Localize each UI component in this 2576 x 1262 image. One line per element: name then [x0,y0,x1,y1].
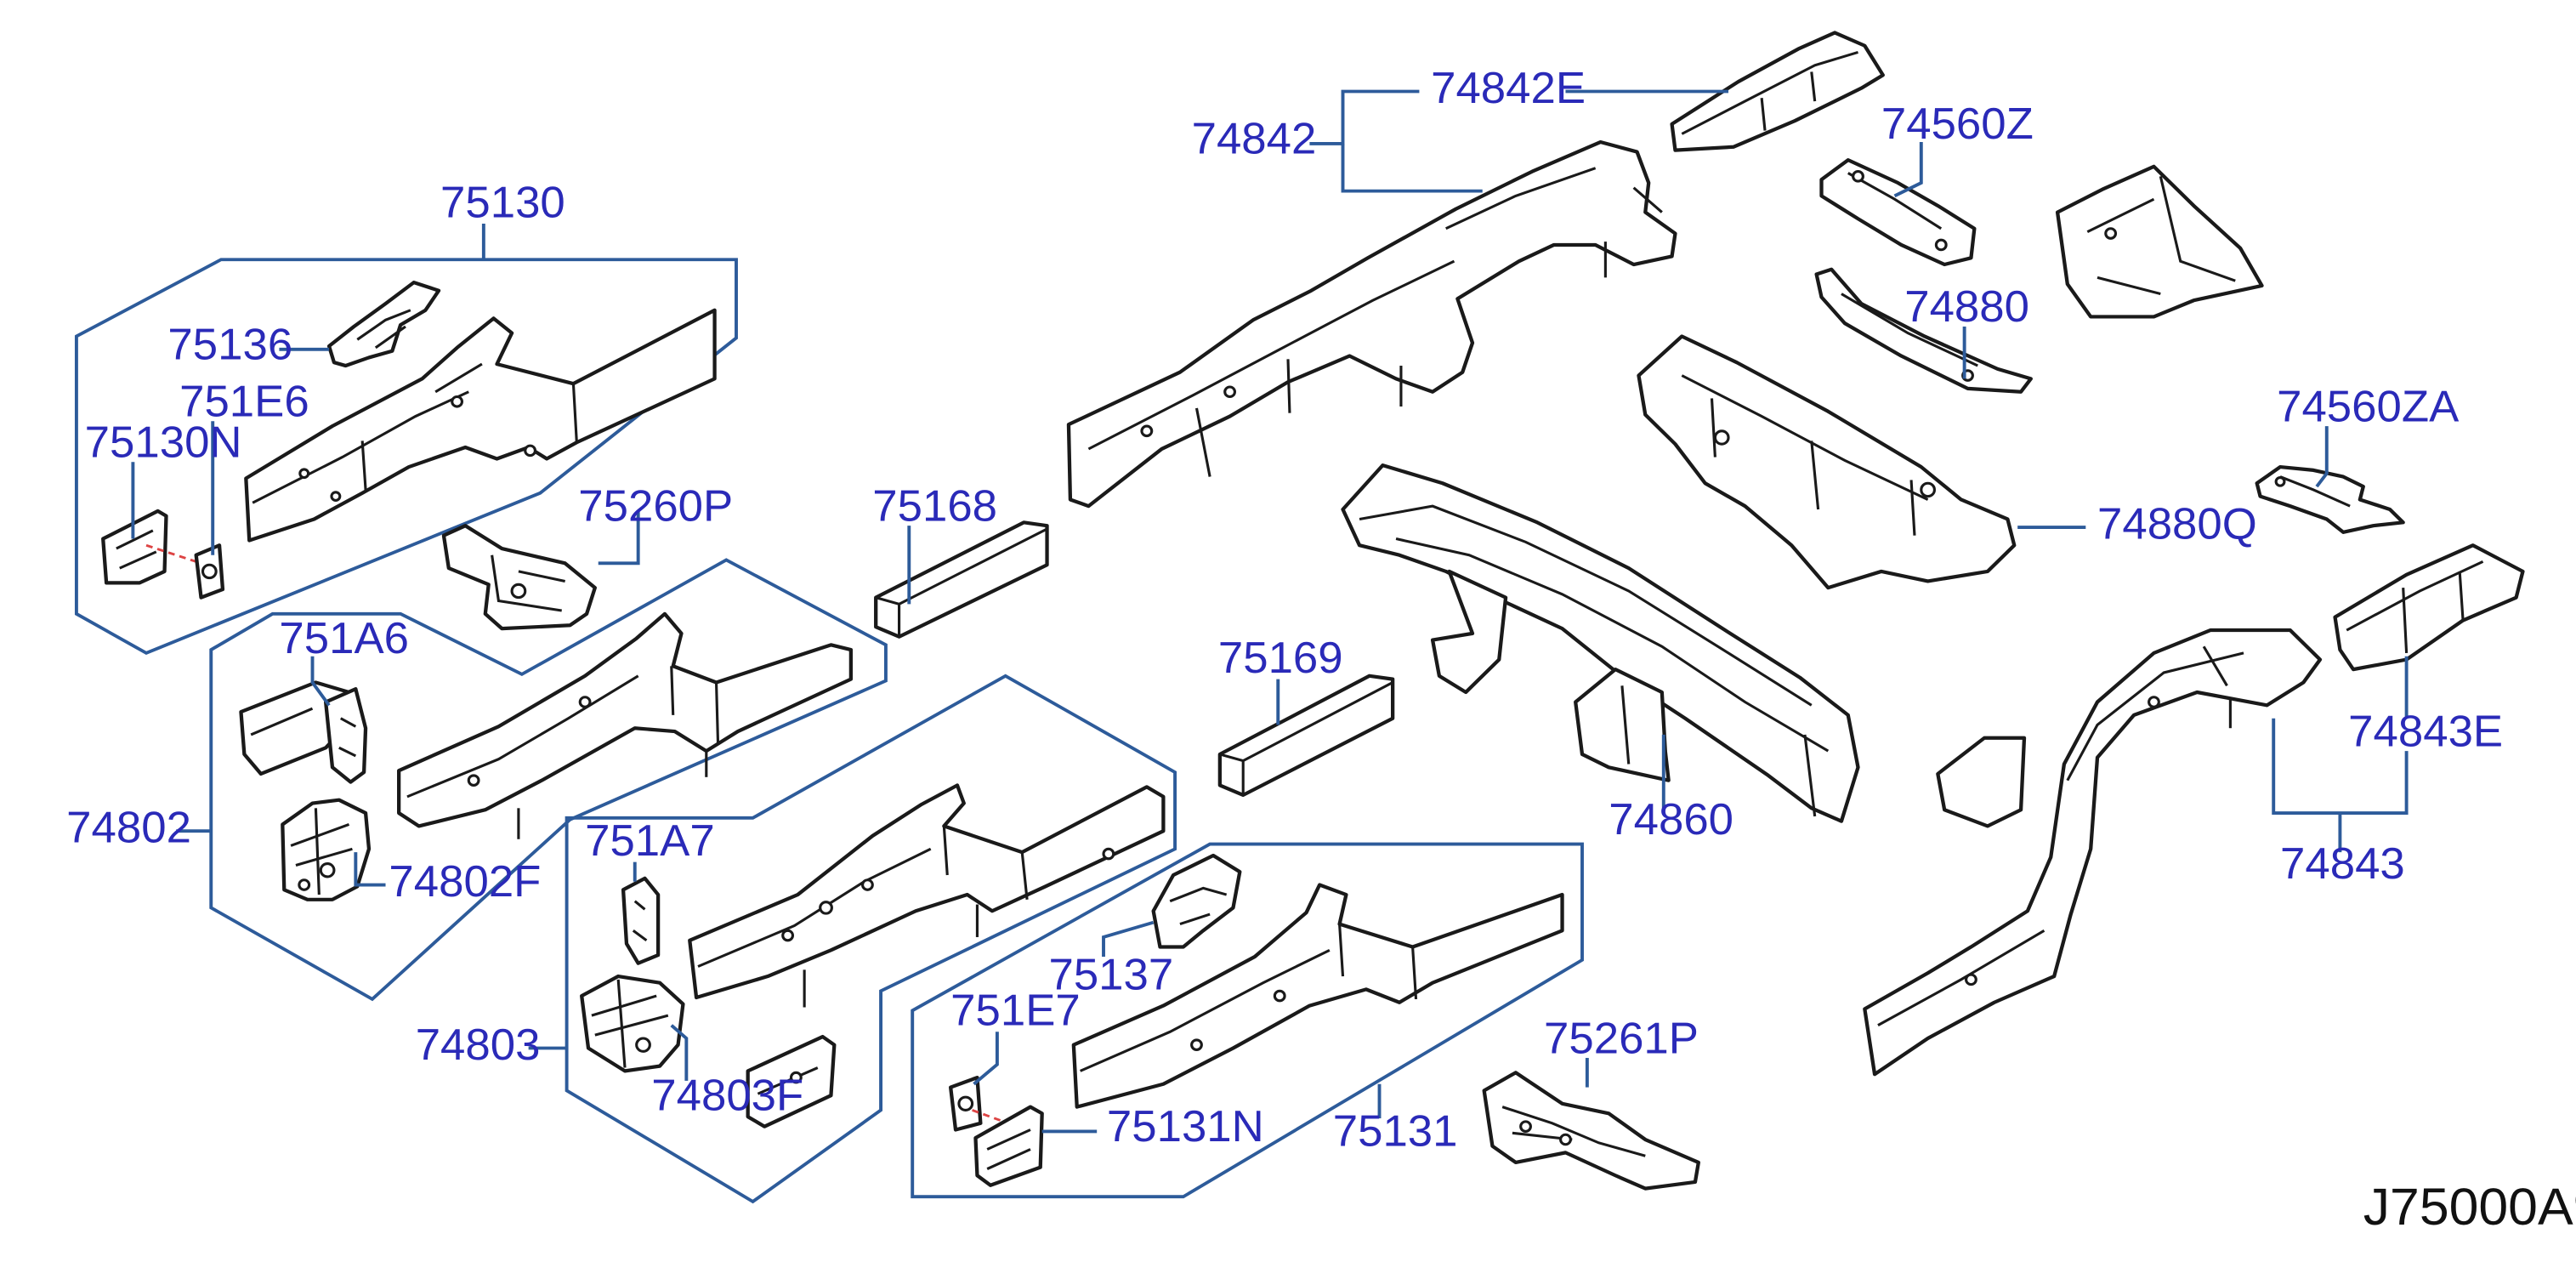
part-74803F [580,974,685,1073]
group-outline-74803 [565,674,1177,1204]
part-75168 [874,520,1049,639]
label-75131N: 75131N [1107,1102,1264,1151]
label-75169: 75169 [1218,634,1343,682]
label-75168: 75168 [872,482,997,531]
label-751E6: 751E6 [179,378,309,426]
part-74803-lower-bracket [746,1034,837,1128]
label-74803F: 74803F [651,1072,803,1120]
label-74802: 74802 [66,804,191,852]
part-74843E [2333,543,2525,672]
label-751E7: 751E7 [950,986,1081,1035]
label-74842: 74842 [1192,115,1317,163]
part-75260P [441,524,597,631]
leader-lines [131,89,2409,1134]
label-75130: 75130 [440,179,565,227]
label-74843: 74843 [2280,839,2405,888]
group-outline-74802 [209,558,888,1002]
part-75131N [973,1105,1044,1187]
part-751A6 [239,680,368,784]
part-75130-rail [244,308,717,543]
label-74880Q: 74880Q [2097,500,2257,549]
label-75261P: 75261P [1544,1015,1699,1063]
label-751A7: 751A7 [585,816,715,865]
label-74860: 74860 [1609,795,1733,844]
part-upper-right-panel [2055,164,2264,319]
label-74843E: 74843E [2348,708,2503,756]
label-75131: 75131 [1333,1107,1458,1156]
label-74803: 74803 [416,1020,541,1069]
part-75169 [1217,674,1395,798]
label-74842E: 74842E [1431,64,1586,112]
part-751A7 [621,876,661,965]
part-74880Q [1637,334,2017,590]
part-74880 [1814,267,2033,394]
label-75260P: 75260P [578,482,733,531]
part-75130N [101,509,197,585]
part-74860 [1341,463,1860,823]
part-74560ZA [2255,464,2405,534]
part-74560Z [1819,158,1977,267]
group-outline-75131 [911,842,1584,1199]
label-75137: 75137 [1049,951,1174,999]
label-751A6: 751A6 [279,614,409,662]
part-74802F [281,798,372,901]
part-75137 [1151,853,1242,949]
diagram-code: J75000A9 [2363,1178,2576,1236]
part-74842 [1066,139,1677,509]
label-74880: 74880 [1904,283,2029,332]
part-75136 [326,281,441,368]
label-74560ZA: 74560ZA [2277,383,2459,431]
part-74802-rail [397,611,854,839]
label-75130N: 75130N [85,418,242,467]
label-74560Z: 74560Z [1881,100,2034,149]
label-75136: 75136 [167,321,292,369]
part-751E6 [194,543,225,600]
part-74842E [1670,31,1885,152]
part-75131-rail [1071,883,1564,1109]
part-75261P [1482,1071,1700,1191]
part-74843 [1863,628,2323,1077]
part-74803-rail [688,783,1166,1008]
label-74802F: 74802F [389,857,541,906]
